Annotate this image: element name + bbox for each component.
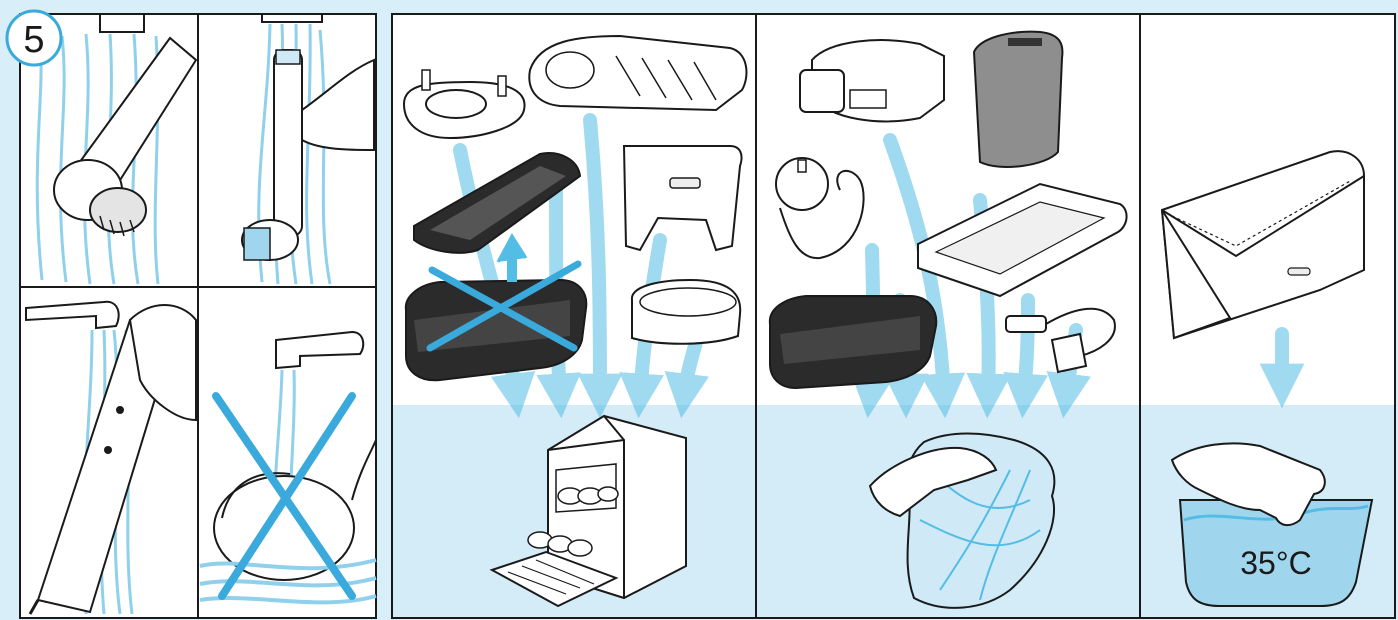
- not-allowed-cross-icon: [426, 260, 582, 352]
- panel-no-charger-in-water: [199, 330, 377, 605]
- step-number: 5: [23, 19, 44, 61]
- panel-rinse-brush-head: 5: [5, 9, 198, 285]
- damp-cloth-icon: [868, 432, 1056, 609]
- panel-rinse-head-under-tap: [241, 13, 375, 285]
- panel-rinse-handle-under-tap: [25, 300, 197, 615]
- panel-dishwasher-safe-parts: [402, 34, 748, 608]
- hand-icon: [1170, 442, 1326, 526]
- panel-hand-wash-pouch: 35°C: [1160, 150, 1374, 607]
- step-number-badge: [5, 9, 63, 67]
- panel-wipe-with-damp-cloth: [768, 30, 1128, 609]
- water-temperature-label: 35°C: [1240, 545, 1312, 581]
- not-allowed-cross-icon: [212, 392, 356, 600]
- dishwasher-icon: [489, 414, 687, 608]
